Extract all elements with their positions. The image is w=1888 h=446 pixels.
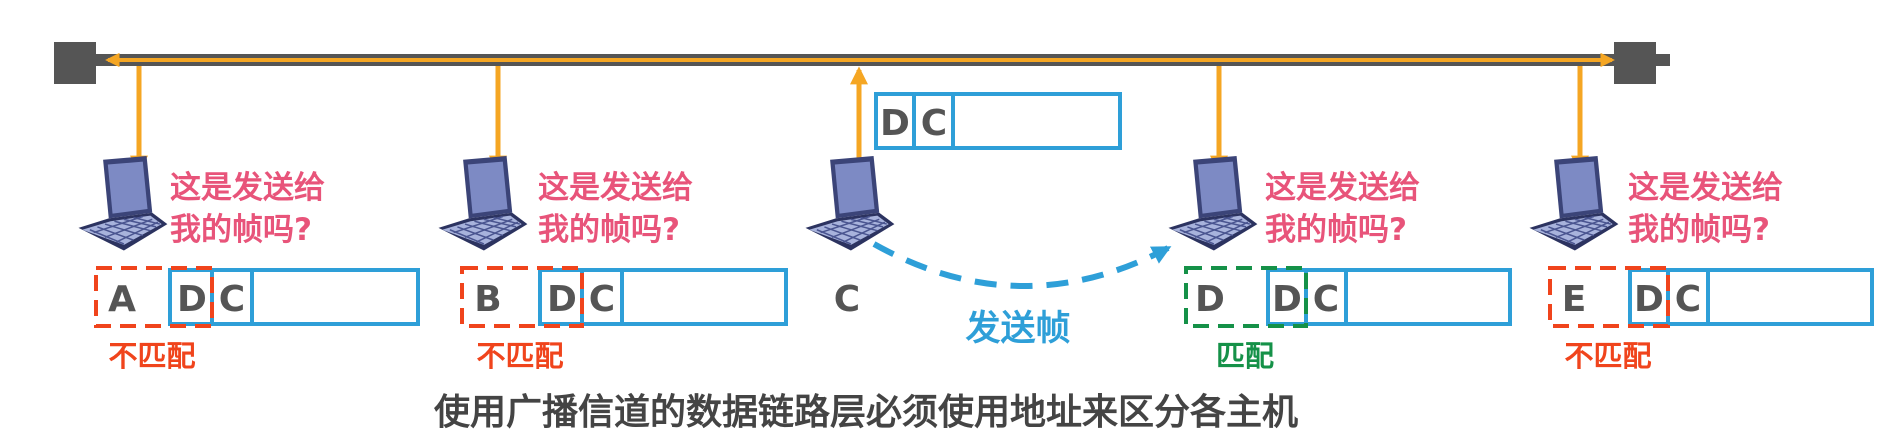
question-line-2: 我的帧吗? <box>170 212 312 248</box>
host-e: 这是发送给 我的帧吗? D C E 不匹配 <box>1548 170 1874 373</box>
send-arrow <box>872 241 1172 289</box>
laptop-icon <box>1167 156 1259 252</box>
frame-src: C <box>219 279 245 320</box>
question-line-1: 这是发送给 <box>1265 170 1420 206</box>
question-line-1: 这是发送给 <box>538 170 693 206</box>
match-status: 不匹配 <box>476 339 563 373</box>
laptop-icon <box>437 156 529 252</box>
own-address: E <box>1562 279 1587 320</box>
frame-src: C <box>1675 279 1701 320</box>
laptop-icon <box>77 156 169 252</box>
match-status: 不匹配 <box>1564 339 1651 373</box>
sender-frame-dest: D <box>880 103 910 144</box>
laptop-icon <box>1528 156 1620 252</box>
frame-dest: D <box>1272 279 1302 320</box>
bus-terminator-left <box>54 42 96 84</box>
bus-terminator-right <box>1614 42 1656 84</box>
own-address: A <box>108 279 136 320</box>
address-compare-box <box>460 266 584 328</box>
frame-src: C <box>1313 279 1339 320</box>
received-frame <box>1628 268 1874 326</box>
match-status: 不匹配 <box>108 339 195 373</box>
frame-src: C <box>589 279 615 320</box>
caption: 使用广播信道的数据链路层必须使用地址来区分各主机 <box>434 392 1298 433</box>
received-frame <box>168 268 420 326</box>
host-b: 这是发送给 我的帧吗? D C B 不匹配 <box>460 170 788 373</box>
question-line-1: 这是发送给 <box>1628 170 1783 206</box>
sender-frame-src: C <box>921 103 947 144</box>
own-address: D <box>1195 279 1225 320</box>
address-compare-box <box>1184 266 1308 328</box>
laptop-icon <box>804 156 896 252</box>
question-line-1: 这是发送给 <box>170 170 325 206</box>
address-compare-box <box>94 266 214 328</box>
question-line-2: 我的帧吗? <box>1265 212 1407 248</box>
sender-frame-outline <box>874 92 1122 150</box>
bus <box>54 42 1670 84</box>
host-a: 这是发送给 我的帧吗? D C A 不匹配 <box>94 170 420 373</box>
address-compare-box <box>1548 266 1670 328</box>
received-frame <box>1266 268 1512 326</box>
received-frame <box>538 268 788 326</box>
question-line-2: 我的帧吗? <box>1628 212 1770 248</box>
own-address: B <box>474 279 501 320</box>
match-status: 匹配 <box>1216 339 1274 373</box>
host-d: 这是发送给 我的帧吗? D C D 匹配 <box>1184 170 1512 373</box>
frame-dest: D <box>547 279 577 320</box>
frame-dest: D <box>1634 279 1664 320</box>
sender-label: C <box>834 279 860 320</box>
sender-frame: D C <box>874 92 1122 150</box>
frame-dest: D <box>177 279 207 320</box>
send-frame-label: 发送帧 <box>965 309 1070 349</box>
question-line-2: 我的帧吗? <box>538 212 680 248</box>
